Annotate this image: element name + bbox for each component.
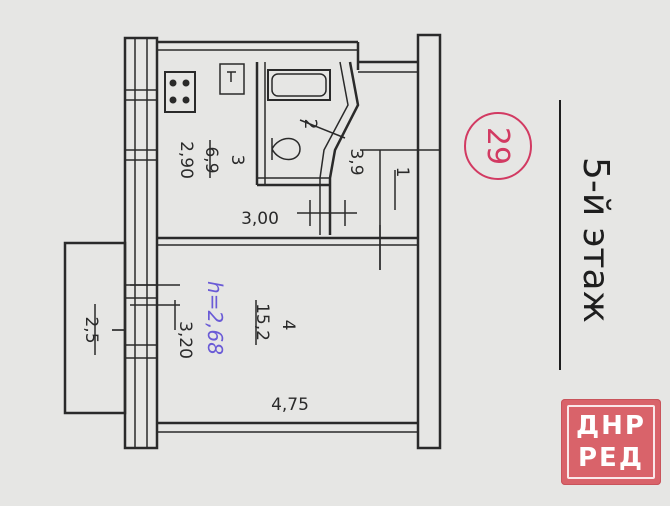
bathtub	[267, 69, 331, 101]
balcony-id: I	[107, 327, 127, 332]
room-3-width: 2,90	[176, 141, 196, 179]
bathroom-angled-wall	[328, 61, 360, 235]
balcony-area: 2,5	[81, 316, 101, 343]
stove	[164, 71, 196, 113]
room-2-id: 2	[300, 119, 320, 130]
stove-burners	[169, 79, 190, 104]
room-4-width: 3,20	[175, 321, 195, 359]
room-2-leader-line	[299, 119, 346, 139]
room-4-area: 15,2	[252, 303, 272, 341]
dnr-red-logo: ДНР РЕД	[561, 399, 661, 485]
logo-line-1: ДНР	[576, 411, 646, 441]
plan-number: 29	[480, 127, 515, 165]
window-room	[125, 284, 157, 359]
balcony-outline	[63, 241, 127, 415]
kitchen-sink	[219, 63, 245, 95]
room-4-id: 4	[278, 320, 298, 331]
logo-frame	[567, 405, 655, 479]
room-3-area: 6,9	[201, 146, 221, 173]
toilet	[271, 137, 301, 161]
window-kitchen	[125, 89, 157, 161]
room-1-id: 1	[392, 167, 412, 178]
plan-number-stamp: 29	[464, 112, 532, 180]
floor-label: 5-й этаж	[575, 157, 616, 323]
room-2-area: 3,9	[346, 148, 366, 175]
logo-line-2: РЕД	[578, 443, 644, 473]
kitchen-length-dimension: 3,00	[241, 209, 279, 229]
room-length-dimension: 4,75	[271, 395, 309, 415]
room-3-id: 3	[227, 155, 247, 166]
ceiling-height-note: h=2,68	[203, 281, 227, 355]
right-exterior-wall	[416, 33, 442, 450]
